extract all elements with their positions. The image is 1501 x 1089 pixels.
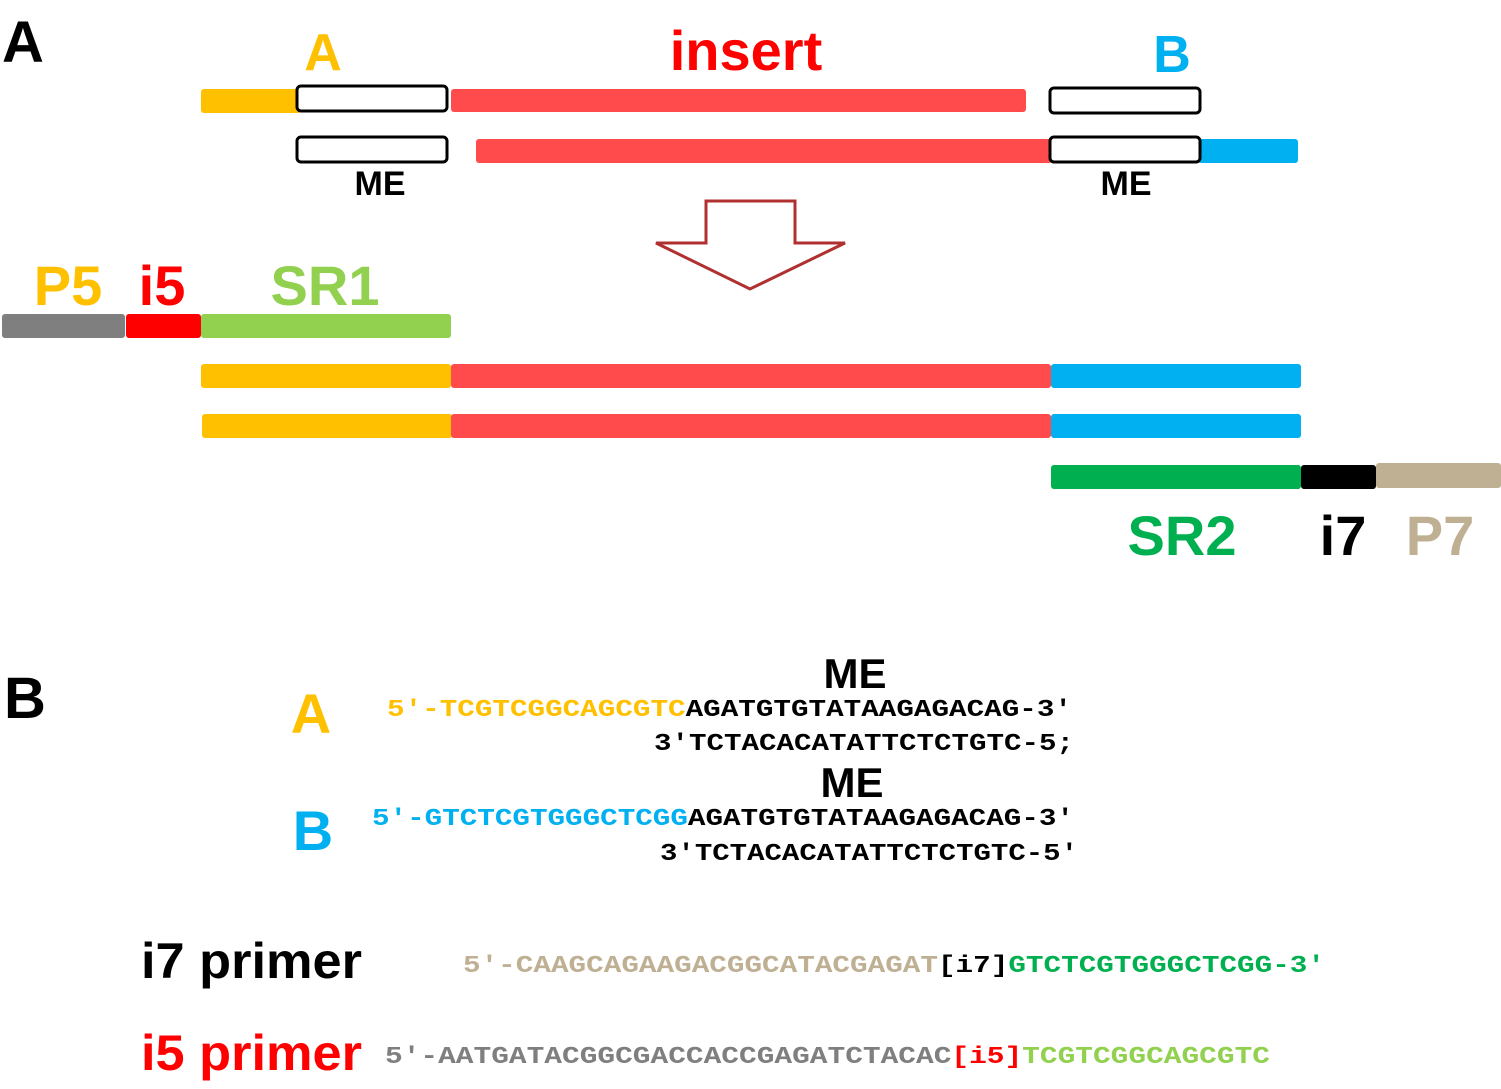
adapter-b-label: B bbox=[1153, 26, 1191, 84]
insert-segment bbox=[451, 414, 1051, 438]
i5-index: [i5] bbox=[951, 1044, 1022, 1071]
i5-primer-bar bbox=[2, 314, 451, 338]
i7-index: [i7] bbox=[938, 953, 1008, 980]
me-box bbox=[295, 135, 449, 164]
i5-label: i5 bbox=[139, 254, 186, 317]
me-box bbox=[1048, 135, 1202, 164]
i5-primer-sequence: 5′-AATGATACGGCGACCACCGAGATCTACAC[i5]TCGT… bbox=[385, 1044, 1270, 1071]
tagmented-fragment-bottom bbox=[202, 414, 1301, 438]
me-box bbox=[1048, 86, 1202, 115]
me-right-label: ME bbox=[1101, 165, 1152, 203]
adapter-b-segment bbox=[1051, 414, 1301, 438]
me-sequence: AGATGTGTATAAGAGACAG-3′ bbox=[688, 806, 1074, 833]
adapter-a-label: A bbox=[304, 24, 342, 82]
insert-segment bbox=[451, 364, 1051, 388]
i7-segment bbox=[1301, 465, 1376, 489]
adapter-b-segment bbox=[1051, 364, 1301, 388]
transposome-bottom-strand bbox=[295, 135, 1298, 164]
adapter-b-seq-label: B bbox=[293, 799, 333, 862]
down-arrow-icon bbox=[655, 199, 846, 291]
me-box bbox=[295, 84, 449, 113]
i5-segment bbox=[126, 314, 201, 338]
insert-segment bbox=[451, 89, 1026, 112]
adapter-b-segment bbox=[1198, 139, 1298, 163]
sr2-segment bbox=[1051, 465, 1301, 489]
adapter-a-segment bbox=[201, 364, 451, 388]
sr2-label: SR2 bbox=[1128, 504, 1237, 567]
p7-segment bbox=[1376, 463, 1501, 488]
i7-primer-bar bbox=[1051, 463, 1501, 489]
i7-primer-label: i7 primer bbox=[141, 933, 362, 989]
sr1-part: TCGTCGGCAGCGTC bbox=[1022, 1044, 1270, 1071]
me-label: ME bbox=[821, 759, 884, 806]
p5-segment bbox=[2, 314, 125, 338]
adapter-a-segment bbox=[201, 89, 301, 113]
adapter-a-segment bbox=[202, 414, 452, 438]
adapter-a-prefix: 5′-TCGTCGGCAGCGTC bbox=[387, 697, 686, 724]
adapter-a-seq-label: A bbox=[291, 682, 331, 745]
i7-primer-sequence: 5′-CAAGCAGAAGACGGCATACGAGAT[i7]GTCTCGTGG… bbox=[463, 953, 1325, 980]
sr1-segment bbox=[201, 314, 451, 338]
p7-part: 5′-CAAGCAGAAGACGGCATACGAGAT bbox=[463, 953, 938, 980]
adapter-b-prefix: 5′-GTCTCGTGGGCTCGG bbox=[372, 806, 688, 833]
adapter-b-bottom-sequence: 3′TCTACACATATTCTCTGTC-5′ bbox=[660, 841, 1078, 868]
i7-label: i7 bbox=[1320, 504, 1367, 567]
me-label: ME bbox=[824, 650, 887, 697]
sr1-label: SR1 bbox=[271, 254, 380, 317]
sr2-part: GTCTCGTGGGCTCGG-3′ bbox=[1008, 953, 1325, 980]
p7-label: P7 bbox=[1406, 504, 1475, 567]
transposome-top-strand bbox=[201, 84, 1202, 115]
i5-primer-label: i5 primer bbox=[141, 1025, 362, 1081]
panel-a-label: A bbox=[2, 10, 44, 75]
p5-part: 5′-AATGATACGGCGACCACCGAGATCTACAC bbox=[385, 1044, 951, 1071]
me-left-label: ME bbox=[355, 165, 406, 203]
panel-b-label: B bbox=[4, 666, 46, 731]
insert-label: insert bbox=[670, 19, 823, 82]
adapter-a-bottom-sequence: 3′TCTACACATATTCTCTGTC-5; bbox=[654, 731, 1074, 758]
insert-segment bbox=[476, 139, 1052, 163]
p5-label: P5 bbox=[34, 254, 103, 317]
me-sequence: AGATGTGTATAAGAGACAG-3′ bbox=[686, 697, 1072, 724]
tagmented-fragment-top bbox=[201, 364, 1301, 388]
